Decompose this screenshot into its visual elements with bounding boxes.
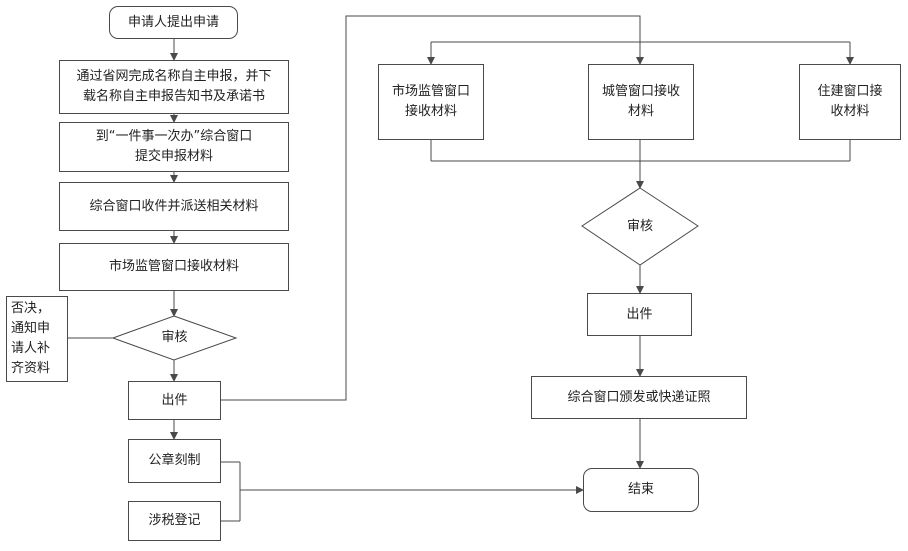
tax-box: 涉税登记 — [128, 501, 221, 541]
deliver-box: 综合窗口颁发或快递证照 — [531, 376, 747, 419]
reject-note-box: 否决， 通知申 请人补 齐资料 — [6, 296, 68, 382]
right-review-diamond — [581, 187, 699, 266]
left-issue-box: 出件 — [128, 381, 221, 420]
urban-window-box: 城管窗口接收 材料 — [588, 64, 694, 140]
left-review-diamond — [111, 315, 238, 361]
start-node: 申请人提出申请 — [109, 6, 238, 39]
submit-materials-box: 到“一件事一次办”综合窗口 提交申报材料 — [59, 122, 289, 172]
dispatch-box: 综合窗口收件并派送相关材料 — [59, 182, 289, 231]
connector-issue-to-right-branch — [221, 15, 641, 401]
market-window-box: 市场监管窗口 接收材料 — [378, 64, 484, 140]
seal-box: 公章刻制 — [128, 439, 221, 483]
housing-window-box: 住建窗口接 收材料 — [799, 64, 901, 140]
right-review-label: 审核 — [626, 218, 653, 234]
market-receive-box: 市场监管窗口接收材料 — [59, 243, 289, 291]
right-issue-box: 出件 — [587, 293, 692, 336]
online-apply-box: 通过省网完成名称自主申报，并下 载名称自主申报告知书及承诺书 — [59, 60, 289, 114]
left-review-label: 审核 — [161, 330, 188, 345]
end-node: 结束 — [583, 468, 699, 512]
